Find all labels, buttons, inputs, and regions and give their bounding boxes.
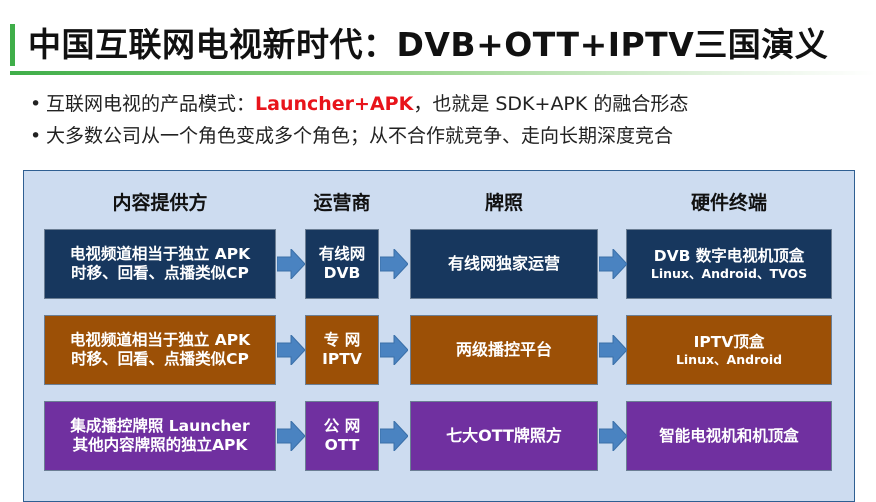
arrow-right-icon [277, 335, 305, 365]
license-text: 两级播控平台 [455, 340, 552, 360]
arrow-right-icon [380, 249, 408, 279]
arrow-right-icon [277, 421, 305, 451]
bullet-1: •互联网电视的产品模式：Launcher+APK，也就是 SDK+APK 的融合… [30, 89, 688, 116]
hardware-subtitle: Linux、Android、TVOS [650, 265, 808, 281]
operator-box-dvb: 有线网 DVB [305, 229, 379, 299]
column-header-operator: 运营商 [313, 192, 371, 214]
arrow-right-icon [380, 335, 408, 365]
hardware-title: 智能电视机和机顶盒 [659, 426, 799, 445]
operator-line-1: 公 网 [323, 417, 361, 436]
content-line-1: 电视频道相当于独立 APK [69, 331, 251, 350]
hardware-box-iptv: IPTV顶盒 Linux、Android [626, 315, 832, 385]
operator-line-1: 专 网 [323, 331, 361, 350]
hardware-subtitle: Linux、Android [675, 351, 783, 367]
operator-line-1: 有线网 [318, 245, 366, 264]
title-underline [10, 71, 876, 75]
arrow-right-icon [599, 249, 627, 279]
content-line-2: 其他内容牌照的独立APK [72, 436, 248, 454]
column-header-license: 牌照 [484, 192, 523, 214]
content-line-1: 电视频道相当于独立 APK [69, 245, 251, 264]
license-text: 七大OTT牌照方 [446, 426, 562, 446]
arrow-right-icon [599, 335, 627, 365]
column-header-hardware: 硬件终端 [690, 192, 767, 214]
column-header-content: 内容提供方 [112, 192, 208, 214]
hardware-box-dvb: DVB 数字电视机顶盒 Linux、Android、TVOS [626, 229, 832, 299]
hardware-title: IPTV顶盒 [693, 332, 765, 351]
arrow-right-icon [380, 421, 408, 451]
bullet-dot: • [30, 125, 42, 147]
content-box-ott: 集成播控牌照 Launcher 其他内容牌照的独立APK [44, 401, 276, 471]
content-box-iptv: 电视频道相当于独立 APK 时移、回看、点播类似CP [44, 315, 276, 385]
license-box-dvb: 有线网独家运营 [410, 229, 598, 299]
content-line-1: 集成播控牌照 Launcher [70, 417, 250, 436]
content-line-2: 时移、回看、点播类似CP [71, 350, 249, 368]
operator-box-iptv: 专 网 IPTV [305, 315, 379, 385]
hardware-title: DVB 数字电视机顶盒 [653, 246, 805, 265]
license-box-iptv: 两级播控平台 [410, 315, 598, 385]
hardware-box-ott: 智能电视机和机顶盒 [626, 401, 832, 471]
slide-title: 中国互联网电视新时代：DVB+OTT+IPTV三国演义 [28, 25, 829, 64]
bullet-1-before: 互联网电视的产品模式： [46, 93, 256, 115]
bullet-1-highlight: Launcher+APK [255, 93, 414, 115]
bullet-2-text: 大多数公司从一个角色变成多个角色；从不合作就竞争、走向长期深度竞合 [46, 125, 674, 147]
operator-box-ott: 公 网 OTT [305, 401, 379, 471]
operator-line-2: DVB [323, 264, 361, 282]
license-text: 有线网独家运营 [447, 254, 560, 274]
arrow-right-icon [599, 421, 627, 451]
license-box-ott: 七大OTT牌照方 [410, 401, 598, 471]
arrow-right-icon [277, 249, 305, 279]
content-line-2: 时移、回看、点播类似CP [71, 264, 249, 282]
content-box-dvb: 电视频道相当于独立 APK 时移、回看、点播类似CP [44, 229, 276, 299]
bullet-2: •大多数公司从一个角色变成多个角色；从不合作就竞争、走向长期深度竞合 [30, 121, 673, 148]
operator-line-2: OTT [324, 436, 360, 454]
operator-line-2: IPTV [322, 350, 362, 368]
bullet-1-after: ，也就是 SDK+APK 的融合形态 [413, 93, 689, 115]
bullet-dot: • [30, 93, 42, 115]
title-accent-bar [10, 24, 15, 66]
